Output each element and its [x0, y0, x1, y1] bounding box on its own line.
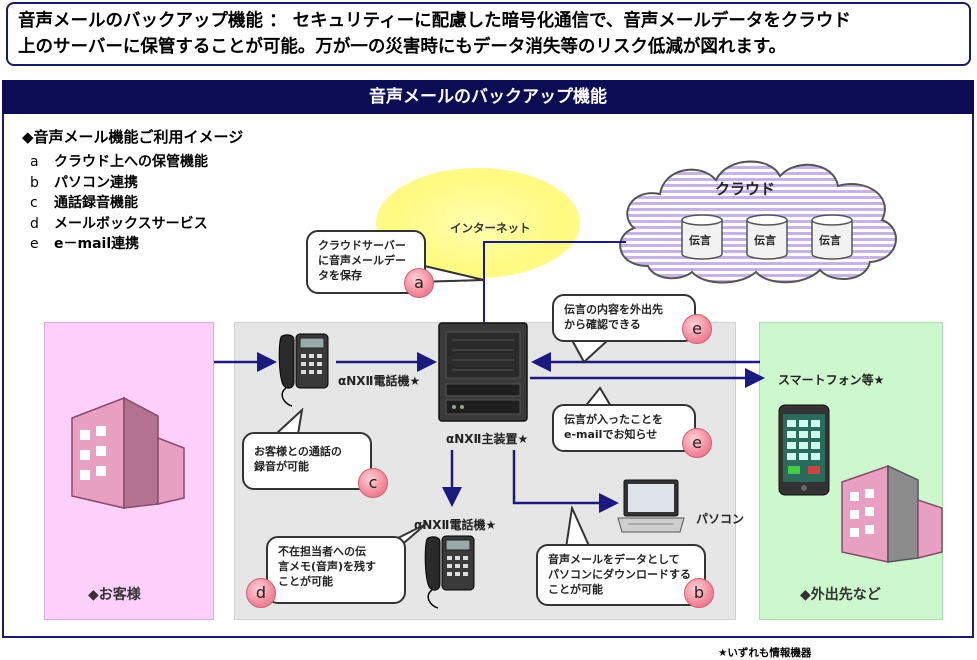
usage-label: クラウド上への保管機能 — [54, 154, 208, 170]
headline-line-1: 音声メールのバックアップ機能 ： セキュリティーに配慮した暗号化通信で、音声メー… — [18, 11, 851, 31]
callout-text: e-mailでお知らせ — [564, 428, 658, 441]
usage-item: c 通話録音機能 — [30, 193, 208, 214]
storage-label: 伝言 — [689, 234, 711, 247]
usage-title: ◆音声メール機能ご利用イメージ — [22, 128, 244, 146]
customer-label: ◆お客様 — [88, 587, 141, 603]
headline-box: 音声メールのバックアップ機能 ： セキュリティーに配慮した暗号化通信で、音声メー… — [6, 2, 971, 66]
usage-list: a クラウド上への保管機能 b パソコン連携 c 通話録音機能 d メールボックスサービ… — [30, 152, 208, 255]
callout-text: 言メモ(音声)を残す — [278, 560, 377, 573]
usage-key: d — [30, 215, 39, 232]
callout-text: 伝言が入ったことを — [564, 413, 663, 426]
callout-text: お客様との通話の — [254, 445, 342, 458]
footnote: ★いずれも情報機器 — [718, 647, 812, 659]
usage-key: b — [30, 174, 39, 191]
callout-text: ことが可能 — [548, 583, 603, 596]
storage-label: 伝言 — [819, 234, 841, 247]
badge-e: e — [682, 314, 712, 344]
phone-bottom-label: αNXⅡ電話機★ — [414, 518, 497, 532]
callout-d: 不在担当者への伝 言メモ(音声)を残す ことが可能 — [266, 536, 406, 604]
usage-label: メールボックスサービス — [54, 215, 208, 232]
badge-b: b — [684, 578, 714, 608]
usage-label: 通話録音機能 — [54, 195, 138, 211]
usage-label: パソコン連携 — [54, 174, 138, 191]
smartphone-label: スマートフォン等★ — [778, 373, 885, 387]
callout-c: お客様との通話の 録音が可能 — [242, 432, 372, 490]
callout-text: 伝言の内容を外出先 — [564, 303, 663, 316]
main-unit-label: αNXⅡ主装置★ — [446, 432, 529, 446]
smartphone-icon — [778, 404, 830, 496]
usage-item: d メールボックスサービス — [30, 214, 208, 235]
phone-icon — [278, 333, 329, 407]
callout-text: タを保存 — [318, 269, 362, 282]
storage-db-1: 伝言 — [680, 214, 724, 264]
callout-text: パソコンにダウンロードする — [548, 568, 691, 581]
storage-label: 伝言 — [754, 234, 776, 247]
callout-text: に音声メールデー — [318, 254, 406, 267]
section-title: 音声メールのバックアップ機能 — [2, 80, 974, 114]
usage-item: a クラウド上への保管機能 — [30, 152, 208, 173]
pc-label: パソコン — [696, 512, 745, 526]
headline-line-2: 上のサーバーに保管することが可能。万が一の災害時にもデータ消失等のリスク低減が図… — [18, 37, 787, 57]
database-icon — [746, 214, 788, 260]
badge-a: a — [404, 268, 434, 298]
internet-label: インターネット — [450, 221, 531, 235]
usage-key: c — [30, 195, 38, 211]
callout-text: から確認できる — [564, 318, 641, 331]
storage-db-2: 伝言 — [745, 214, 789, 264]
badge-c: c — [358, 468, 388, 498]
database-icon — [681, 214, 723, 260]
cloud-label: クラウド — [715, 180, 776, 198]
usage-label: e－mail連携 — [54, 236, 140, 252]
phone-top-label: αNXⅡ電話機★ — [338, 374, 421, 388]
usage-item: e e－mail連携 — [30, 234, 208, 255]
callout-text: ことが可能 — [278, 575, 333, 588]
callout-text: 音声メールをデータとして — [548, 553, 680, 566]
usage-item: b パソコン連携 — [30, 173, 208, 194]
storage-db-3: 伝言 — [810, 214, 854, 264]
usage-key: e — [30, 236, 39, 252]
callout-e1: 伝言の内容を外出先 から確認できる — [552, 294, 696, 342]
callout-e2: 伝言が入ったことを e-mailでお知らせ — [552, 404, 696, 452]
laptop-icon — [617, 479, 685, 533]
badge-e: e — [682, 428, 712, 458]
phone-icon — [424, 535, 475, 609]
main-unit-device — [438, 322, 528, 422]
callout-b: 音声メールをデータとして パソコンにダウンロードする ことが可能 — [536, 544, 706, 606]
callout-text: クラウドサーバー — [318, 239, 406, 252]
callout-text: 録音が可能 — [254, 460, 309, 473]
usage-key: a — [30, 154, 39, 170]
customer-building-icon — [71, 396, 185, 509]
outside-building-icon — [841, 464, 943, 563]
callout-text: 不在担当者への伝 — [278, 545, 366, 558]
database-icon — [811, 214, 853, 260]
outside-label: ◆外出先など — [800, 587, 881, 603]
badge-d: d — [246, 578, 276, 608]
